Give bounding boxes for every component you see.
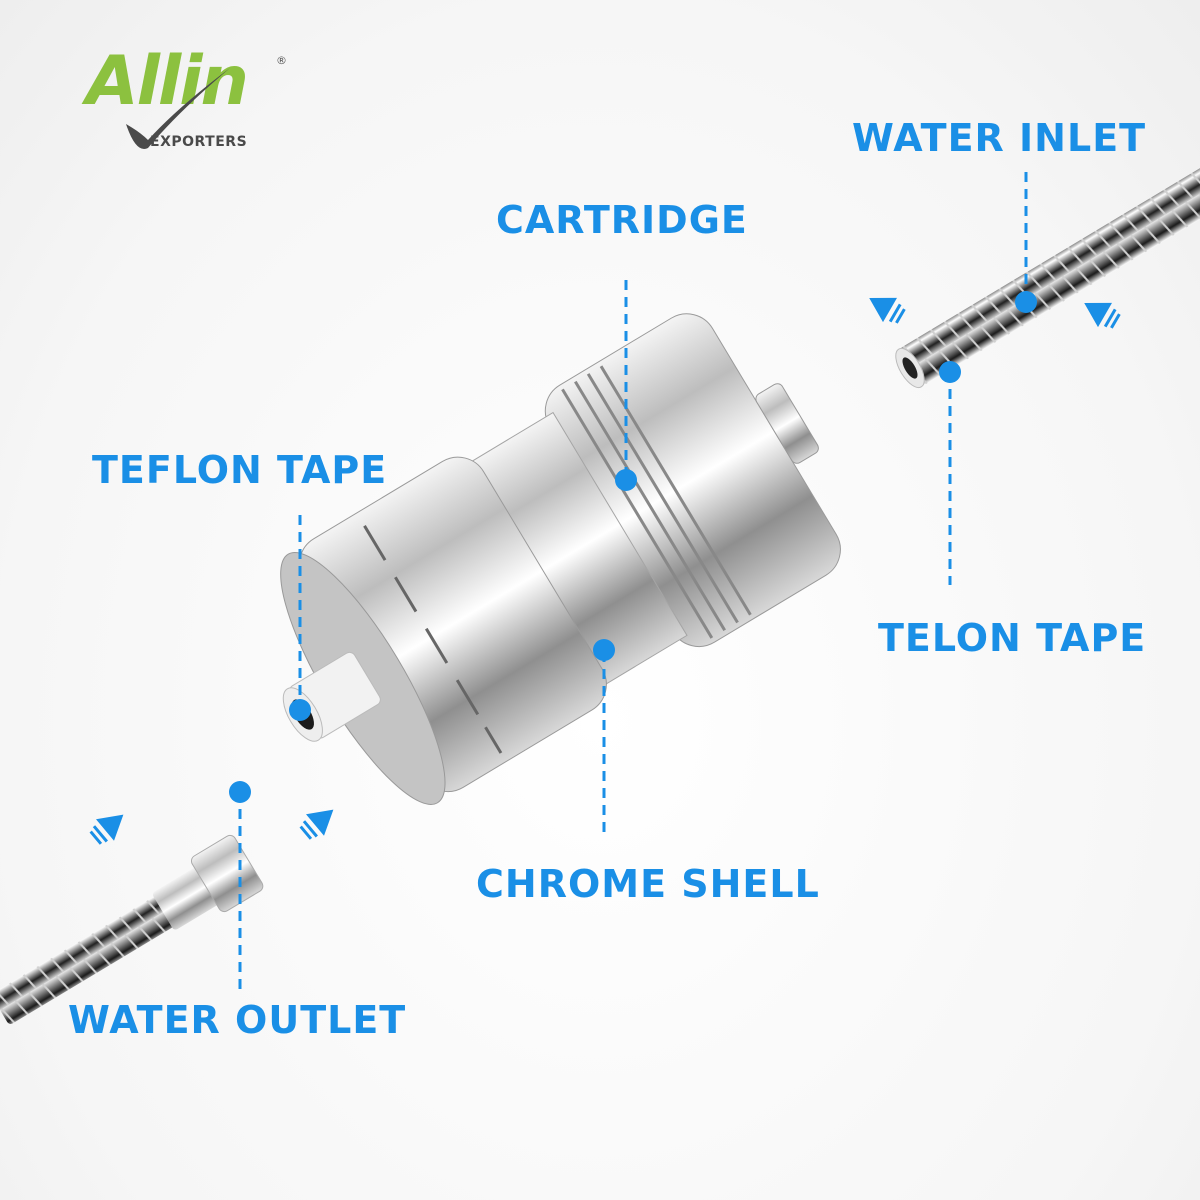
checkmark-icon (126, 68, 230, 149)
arrow-outlet-right-icon (299, 809, 334, 840)
arrow-outlet-left-icon (89, 814, 124, 845)
leader-dots (229, 291, 1037, 803)
arrow-inlet-right-icon (1084, 302, 1121, 329)
brand-logo: Allin ® EXPORTERS (78, 42, 298, 162)
label-teflon-tape: TEFLON TAPE (92, 448, 388, 492)
label-water-outlet: WATER OUTLET (68, 998, 407, 1042)
label-cartridge: CARTRIDGE (496, 198, 748, 242)
filter-body (280, 313, 841, 805)
registered-mark: ® (276, 54, 287, 67)
leader-lines (238, 172, 1028, 990)
outlet-hose (0, 834, 264, 1024)
label-chrome-shell: CHROME SHELL (476, 862, 820, 906)
label-water-inlet: WATER INLET (852, 116, 1147, 160)
label-telon-tape: TELON TAPE (878, 616, 1147, 660)
arrow-inlet-left-icon (869, 297, 906, 324)
brand-subtitle: EXPORTERS (150, 134, 248, 150)
flow-arrows (89, 297, 1121, 845)
brand-name: Allin (86, 42, 249, 121)
inlet-hose (895, 154, 1200, 389)
